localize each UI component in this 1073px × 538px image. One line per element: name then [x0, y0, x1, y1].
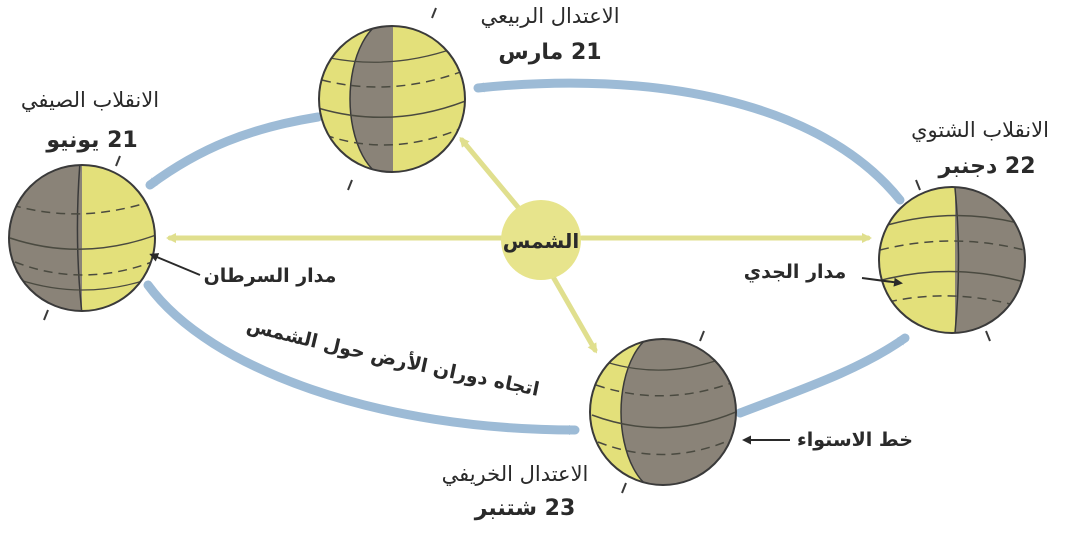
spring-date: 21 مارس — [498, 40, 602, 65]
winter-date: 22 دجنبر — [938, 154, 1036, 179]
pointer-tropic-cancer — [149, 253, 201, 276]
sun-ray-to-autumn — [549, 272, 598, 354]
orbit-arrow-winter-to-spring — [473, 78, 905, 205]
earth-autumn-equinox — [589, 330, 737, 494]
sun-ray-to-spring — [459, 136, 525, 215]
winter-title: الانقلاب الشتوي — [911, 118, 1049, 142]
tropic-capricorn-label: مدار الجدي — [743, 261, 847, 283]
sun: الشمس — [501, 200, 581, 280]
pointer-tropic-capricorn — [861, 277, 903, 287]
orbit-direction-label: اتجاه دوران الأرض حول الشمس — [245, 314, 542, 401]
autumn-title: الاعتدال الخريفي — [441, 462, 589, 486]
sun-disk — [501, 200, 581, 280]
earth-winter-solstice — [878, 179, 1026, 342]
orbit-arrow-autumn-to-winter — [735, 333, 910, 418]
autumn-date: 23 شتنبر — [474, 496, 576, 521]
earth-spring-equinox — [318, 7, 466, 191]
equator-label: خط الاستواء — [797, 429, 913, 451]
pointer-arrows — [149, 253, 903, 445]
summer-date: 21 يونيو — [46, 128, 138, 153]
summer-title: الانقلاب الصيفي — [20, 88, 160, 112]
tropic-cancer-label: مدار السرطان — [203, 265, 337, 287]
spring-title: الاعتدال الربيعي — [480, 4, 620, 28]
orbit-arrows — [143, 78, 910, 435]
sun-rays — [166, 136, 872, 354]
sun-label: الشمس — [503, 229, 579, 253]
orbit-arrow-summer-to-autumn — [143, 280, 580, 435]
orbit-arrow-spring-to-summer — [145, 112, 323, 190]
earth-summer-solstice — [8, 155, 156, 321]
